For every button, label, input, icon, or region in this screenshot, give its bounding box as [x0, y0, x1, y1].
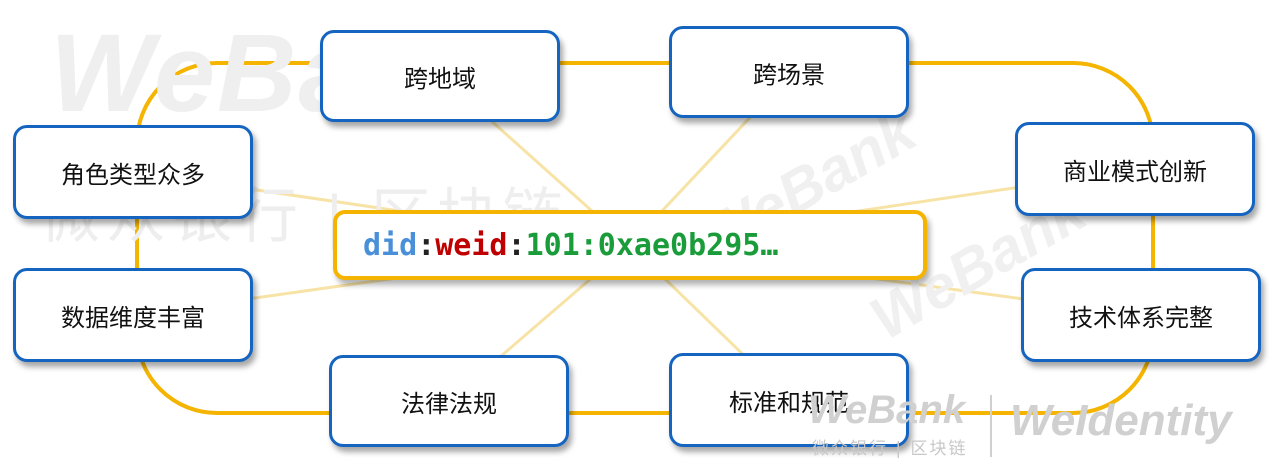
webank-logo: WeBank	[808, 388, 966, 432]
node-cross-region: 跨地域	[320, 30, 560, 122]
node-standards: 标准和规范	[669, 353, 909, 447]
node-law: 法律法规	[329, 355, 569, 447]
did-identifier-box: did:weid:101:0xae0b295…	[333, 210, 927, 280]
node-data: 数据维度丰富	[13, 268, 253, 362]
did-separator: :	[417, 227, 436, 263]
node-business: 商业模式创新	[1015, 122, 1255, 216]
node-roles: 角色类型众多	[13, 125, 253, 219]
weidentity-logo: WeIdentity	[1010, 396, 1232, 445]
logo-divider	[990, 395, 992, 457]
did-separator: :	[507, 227, 526, 263]
node-cross-scene: 跨场景	[669, 26, 909, 118]
ring-connector	[135, 61, 1155, 415]
webank-logo-subtitle: 微众银行 | 区块链	[812, 439, 968, 459]
did-prefix: did	[363, 227, 418, 263]
weid-method: weid	[435, 227, 508, 263]
did-specific-id: 101:0xae0b295…	[525, 227, 779, 263]
node-tech: 技术体系完整	[1021, 268, 1261, 362]
